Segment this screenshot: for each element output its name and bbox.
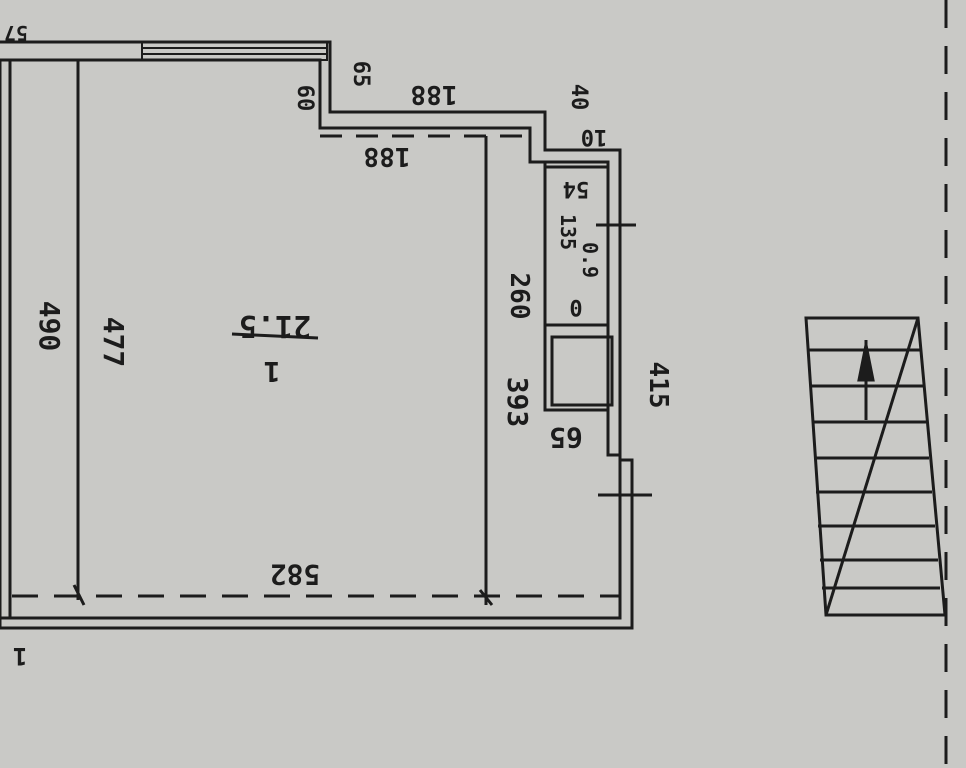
dim-top-wall-left: 57 (4, 21, 28, 45)
dim-tick-right (478, 589, 494, 606)
room-area-label: 21.5 (239, 308, 311, 343)
dim-closet-mid-2: 0.9 (578, 242, 602, 278)
closet-box-lower (550, 335, 614, 407)
dimension-lines (72, 60, 652, 606)
dim-closet-top: 54 (563, 176, 590, 201)
window-frame (141, 41, 328, 61)
closet-niche (530, 160, 614, 412)
dim-right-wall-height: 415 (643, 362, 673, 409)
wall-inner-line (0, 58, 622, 620)
dim-closet-mid: 135 (556, 214, 580, 250)
dim-top-ledge-inner: 188 (364, 141, 411, 171)
dim-tick-left (72, 584, 86, 606)
dim-room-bottom-width: 582 (270, 558, 321, 591)
dim-bottom-left-fragment: 1 (13, 642, 27, 670)
dim-room-right-height: 393 (501, 377, 534, 428)
wall-outer-line (0, 40, 634, 630)
stair-outline (804, 316, 947, 617)
room-number-label: 1 (264, 355, 281, 388)
stair-diagonal (824, 317, 920, 616)
dim-niche-height: 260 (504, 273, 534, 320)
dim-closet-area: 0 (569, 294, 582, 319)
dim-step-vertical-2: 60 (292, 85, 317, 112)
dim-niche-depth: 65 (549, 421, 583, 454)
stair-symbol (804, 316, 947, 617)
stair-arrow-head (857, 344, 875, 382)
closet-box-upper (543, 165, 610, 327)
outer-walls (0, 40, 634, 630)
dim-room-left-outer: 490 (33, 301, 66, 352)
dimension-labels: 21.5 1 490 477 393 260 582 65 415 188 18… (4, 21, 673, 670)
dim-corner-right-2: 10 (581, 124, 608, 149)
dim-room-left-inner: 477 (97, 317, 130, 368)
area-fraction-line (231, 332, 319, 340)
dim-step-vertical: 65 (348, 61, 373, 88)
dim-corner-right: 40 (566, 84, 591, 111)
dim-top-ledge-outer: 188 (411, 79, 458, 109)
